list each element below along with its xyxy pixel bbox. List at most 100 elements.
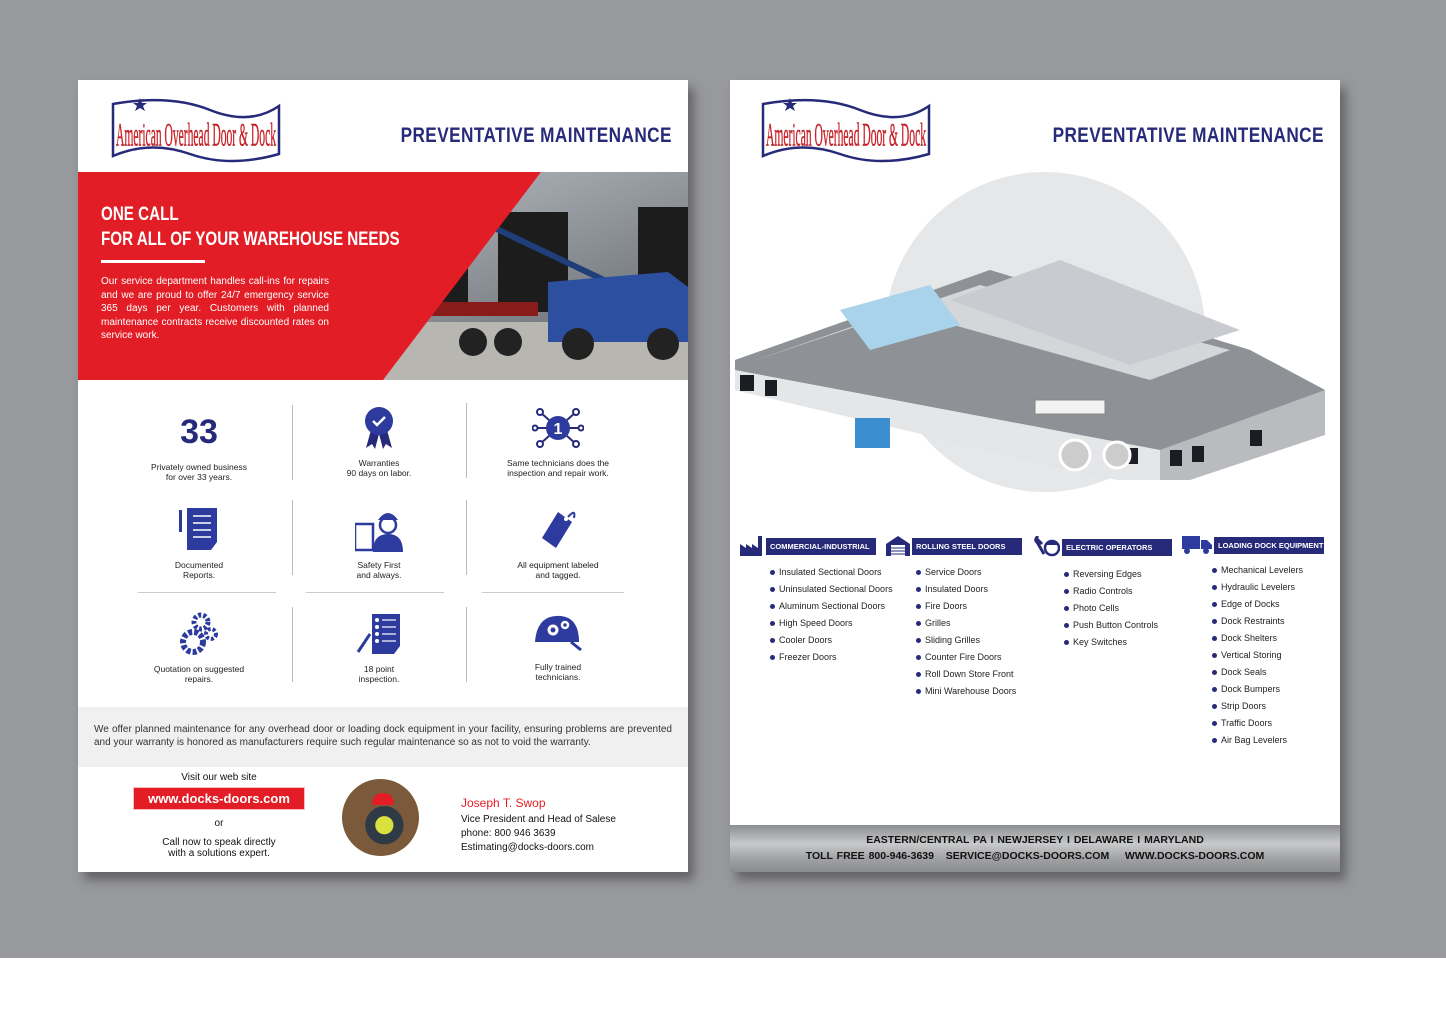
list-item: Push Button Controls (1064, 617, 1172, 634)
award-ribbon-icon (365, 407, 393, 449)
category-label: ROLLING STEEL DOORS (912, 537, 1022, 555)
list-item: Insulated Doors (916, 581, 1022, 598)
list-item: High Speed Doors (770, 615, 893, 632)
website-callout: Visit our web site www.docks-doors.com o… (133, 772, 305, 859)
wrench-worker-icon (1034, 536, 1060, 557)
hero-banner (78, 172, 688, 380)
feature-text: and always. (356, 570, 402, 580)
list-item: Traffic Doors (1212, 715, 1324, 732)
list-item: Uninsulated Sectional Doors (770, 581, 893, 598)
list-item: Radio Controls (1064, 583, 1172, 600)
category-label: COMMERCIAL-INDUSTRIAL (766, 537, 876, 555)
hero-heading-line2: FOR ALL OF YOUR WAREHOUSE NEEDS (101, 229, 400, 250)
list-item: Vertical Storing (1212, 647, 1324, 664)
contact-email[interactable]: Estimating@docks-doors.com (461, 842, 594, 853)
divider (292, 500, 293, 575)
list-item: Mechanical Levelers (1212, 562, 1324, 579)
list-item: Photo Cells (1064, 600, 1172, 617)
feature-text: Quotation on suggested (153, 664, 245, 674)
network-one-icon: 1 (532, 408, 584, 448)
list-item: Hydraulic Levelers (1212, 579, 1324, 596)
worker-clipboard-icon (355, 513, 403, 552)
website-link[interactable]: www.docks-doors.com (133, 787, 305, 810)
list-item: Roll Down Store Front (916, 666, 1022, 683)
tag-icon (542, 511, 576, 548)
divider (482, 592, 624, 593)
list-item: Freezer Doors (770, 649, 893, 666)
feature-text: Safety First (357, 560, 401, 570)
feature-text: 18 point (363, 664, 395, 674)
heading-underline (101, 260, 205, 263)
feature-text: Warranties (358, 458, 400, 468)
divider (138, 592, 276, 593)
category-loading-dock-equipment: LOADING DOCK EQUIPMENT Mechanical Levele… (1182, 536, 1324, 749)
flyer-page-front: American Overhead Door & Dock PREVENTATI… (78, 80, 688, 872)
maintenance-note: We offer planned maintenance for any ove… (78, 707, 688, 767)
svg-text:American Overhead Door & Dock: American Overhead Door & Dock (116, 116, 276, 153)
footer-bar: EASTERN/CENTRAL PA I NEWJERSEY I DELAWAR… (730, 825, 1340, 872)
divider (466, 403, 467, 478)
hero-heading-line1: ONE CALL (101, 204, 179, 225)
warehouse-floorplan-illustration (735, 260, 1325, 480)
or-label: or (214, 818, 224, 829)
truck-icon (1182, 536, 1212, 554)
feature-text: for over 33 years. (165, 472, 233, 482)
category-commercial-industrial: COMMERCIAL-INDUSTRIAL Insulated Sectiona… (740, 536, 893, 666)
list-item: Dock Restraints (1212, 613, 1324, 630)
call-text: with a solutions expert. (168, 848, 270, 859)
list-item: Air Bag Levelers (1212, 732, 1324, 749)
category-label: LOADING DOCK EQUIPMENT (1214, 536, 1324, 554)
list-item: Mini Warehouse Doors (916, 683, 1022, 700)
feature-text: All equipment labeled (517, 560, 599, 570)
list-item: Strip Doors (1212, 698, 1324, 715)
divider (292, 607, 293, 682)
divider (306, 592, 444, 593)
list-item: Fire Doors (916, 598, 1022, 615)
list-item: Dock Bumpers (1212, 681, 1324, 698)
service-regions: EASTERN/CENTRAL PA I NEWJERSEY I DELAWAR… (866, 834, 1204, 846)
feature-text: 90 days on labor. (346, 468, 412, 478)
list-item: Key Switches (1064, 634, 1172, 651)
list-item: Cooler Doors (770, 632, 893, 649)
list-item: Dock Shelters (1212, 630, 1324, 647)
contact-name: Joseph T. Swop (461, 796, 546, 810)
network-number: 1 (554, 421, 563, 438)
company-logo: American Overhead Door & Dock (761, 98, 931, 163)
list-item: Grilles (916, 615, 1022, 632)
document-icon (179, 508, 217, 550)
factory-icon (740, 536, 762, 556)
feature-text: technicians. (535, 672, 581, 682)
feature-text: repairs. (184, 674, 214, 684)
feature-text: Privately owned business (151, 462, 247, 472)
garage-door-icon (886, 536, 910, 556)
call-text: Call now to speak directly (162, 837, 276, 848)
hero-heading: ONE CALL FOR ALL OF YOUR WAREHOUSE NEEDS (101, 202, 400, 252)
feature-text: inspection and repair work. (507, 468, 609, 478)
list-item: Edge of Docks (1212, 596, 1324, 613)
footer-contact: TOLL FREE 800-946-3639 SERVICE@DOCKS-DOO… (805, 850, 1265, 862)
list-item: Counter Fire Doors (916, 649, 1022, 666)
list-item: Reversing Edges (1064, 566, 1172, 583)
feature-text: Same technicians does the (506, 458, 610, 468)
page-title: PREVENTATIVE MAINTENANCE (1052, 124, 1324, 147)
contact-phone[interactable]: phone: 800 946 3639 (461, 828, 556, 839)
feature-text: inspection. (358, 674, 400, 684)
svg-text:American Overhead Door & Dock: American Overhead Door & Dock (766, 116, 926, 153)
list-item: Dock Seals (1212, 664, 1324, 681)
list-item: Service Doors (916, 564, 1022, 581)
list-item: Insulated Sectional Doors (770, 564, 893, 581)
